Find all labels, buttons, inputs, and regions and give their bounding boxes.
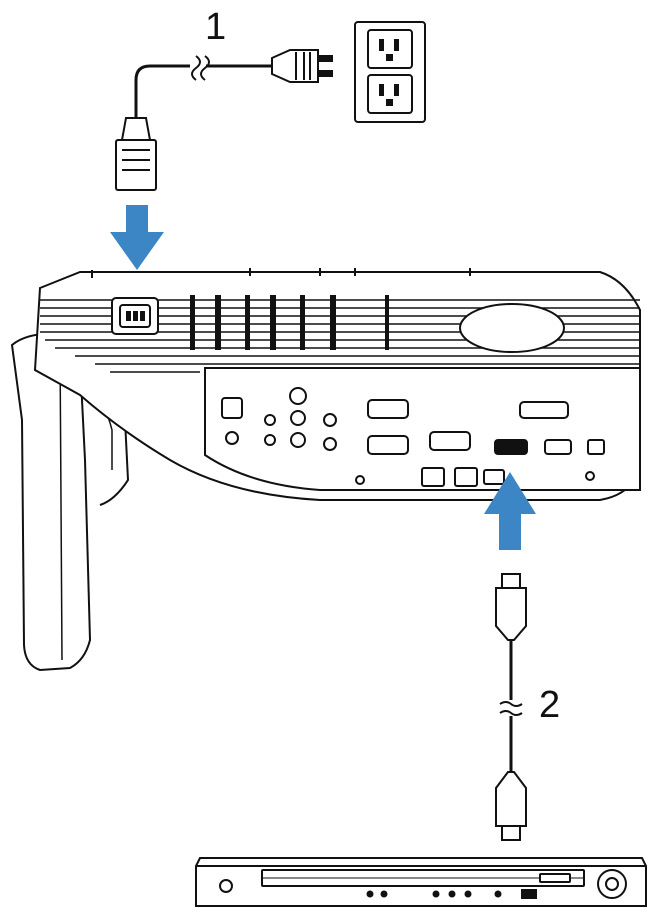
power-plug-icon bbox=[271, 49, 333, 83]
projector-illustration bbox=[10, 268, 641, 672]
hdmi-plug-icon bbox=[495, 771, 527, 841]
callout-1: 1 bbox=[205, 6, 227, 48]
callout-2: 2 bbox=[539, 684, 561, 726]
hdmi-cable bbox=[499, 640, 523, 772]
arrow-down-icon bbox=[110, 205, 164, 270]
hdmi-plug-icon bbox=[495, 573, 527, 641]
arrow-up-icon bbox=[484, 472, 536, 550]
power-cord bbox=[134, 55, 272, 118]
wall-outlet-icon bbox=[354, 21, 426, 123]
power-connector-icon bbox=[115, 117, 157, 191]
dvd-player-illustration bbox=[195, 857, 647, 907]
